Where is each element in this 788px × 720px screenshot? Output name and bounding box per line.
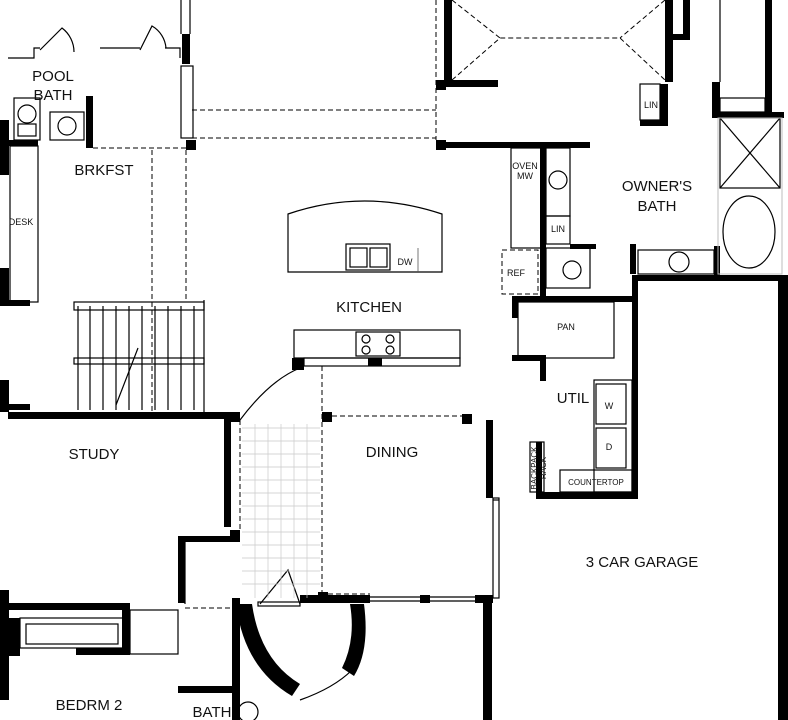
dryer-label: D — [606, 442, 613, 452]
oven-label-1: OVEN — [512, 161, 538, 171]
room-labels: POOL BATH BRKFST DESK KITCHEN DW OVEN MW… — [9, 68, 699, 720]
casework — [8, 0, 783, 720]
owners-bath-label-1: OWNER'S — [622, 178, 692, 195]
owners-bath-label-2: BATH — [638, 198, 677, 215]
utility-label: UTIL — [557, 390, 590, 407]
dashed-lines — [93, 0, 462, 609]
bath-label: BATH — [193, 704, 232, 720]
desk-label: DESK — [9, 217, 34, 227]
pool-bath-label-2: BATH — [34, 87, 73, 104]
dining-label: DINING — [366, 444, 419, 461]
linen-label-lower: LIN — [551, 224, 565, 234]
kitchen-label: KITCHEN — [336, 299, 402, 316]
refrigerator-label: REF — [507, 268, 526, 278]
foyer-tile — [242, 424, 320, 598]
pantry-label: PAN — [557, 322, 575, 332]
countertop-label: COUNTERTOP — [568, 478, 624, 487]
backpack-label-2: RACK — [539, 456, 548, 479]
bedroom-2-label: BEDRM 2 — [56, 697, 123, 714]
study-label: STUDY — [69, 446, 120, 463]
linen-label-upper: LIN — [644, 100, 658, 110]
stair — [73, 300, 205, 412]
washer-label: W — [605, 401, 614, 411]
breakfast-label: BRKFST — [74, 162, 133, 179]
pool-bath-label-1: POOL — [32, 68, 74, 85]
garage-label: 3 CAR GARAGE — [586, 554, 699, 571]
backpack-label-1: BACKPACK — [530, 446, 539, 490]
oven-label-2: MW — [517, 171, 533, 181]
dishwasher-label: DW — [398, 257, 413, 267]
